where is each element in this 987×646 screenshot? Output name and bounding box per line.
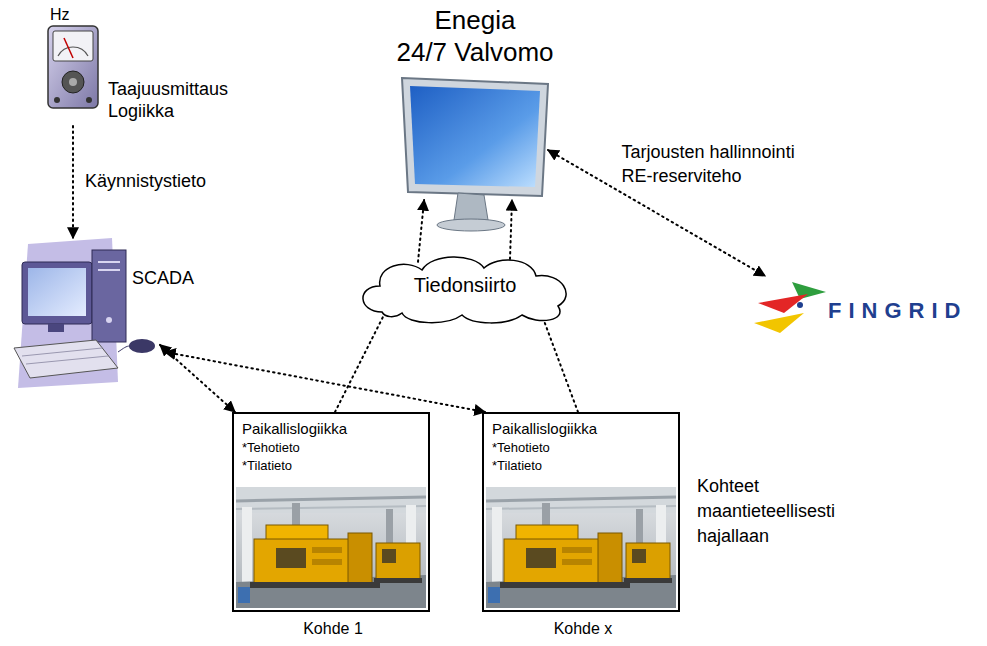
dotted-connector bbox=[543, 318, 578, 412]
dotted-connector bbox=[165, 352, 485, 412]
signal-item: *Tehotieto bbox=[492, 441, 550, 456]
fingrid-logo-mark bbox=[754, 282, 826, 333]
logic-heading: Paikallislogiikka bbox=[242, 420, 347, 437]
signal-item: *Tilatieto bbox=[242, 459, 292, 474]
signal-item: *Tehotieto bbox=[242, 441, 300, 456]
note-label: Kohteet maantieteellisesti hajallaan bbox=[697, 474, 857, 549]
system-label: SCADA bbox=[132, 268, 194, 289]
dotted-connector bbox=[160, 345, 235, 412]
device-label: Taajuusmittaus Logiikka bbox=[108, 78, 248, 122]
cloud-label: Tiedonsiirto bbox=[352, 274, 578, 297]
frequency-meter-icon bbox=[48, 26, 98, 108]
node-subtitle: 24/7 Valvomo bbox=[380, 38, 570, 68]
unit-label: Hz bbox=[50, 6, 70, 24]
generator-photo bbox=[236, 487, 676, 608]
fingrid-logo-node: FINGRID bbox=[750, 276, 982, 334]
site-box: Paikallislogiikka*Tehotieto*TilatietoKoh… bbox=[482, 412, 680, 612]
scada-computer-icon bbox=[14, 238, 155, 388]
control-room-monitor-icon bbox=[402, 78, 548, 231]
dotted-connector bbox=[72, 126, 74, 238]
node-title: Enegia bbox=[380, 6, 570, 36]
edge-label: Tarjousten hallinnointi RE-reserviteho bbox=[620, 140, 820, 188]
control-room-node: Enegia24/7 Valvomo bbox=[380, 6, 570, 232]
data-transfer-cloud: Tiedonsiirto bbox=[352, 250, 578, 324]
dotted-connector bbox=[418, 200, 424, 262]
site-name: Kohde 1 bbox=[234, 620, 432, 638]
logo-text: FINGRID bbox=[828, 298, 967, 323]
logic-heading: Paikallislogiikka bbox=[492, 420, 597, 437]
dotted-connector bbox=[335, 313, 385, 412]
site-name: Kohde x bbox=[484, 620, 682, 638]
scada-node: SCADA bbox=[8, 238, 198, 388]
frequency-meter-node: HzTaajuusmittaus Logiikka bbox=[40, 4, 260, 126]
edge-label: Käynnistystieto bbox=[83, 171, 208, 192]
site-box: Paikallislogiikka*Tehotieto*TilatietoKoh… bbox=[232, 412, 430, 612]
signal-item: *Tilatieto bbox=[492, 459, 542, 474]
dotted-connector bbox=[510, 200, 512, 259]
